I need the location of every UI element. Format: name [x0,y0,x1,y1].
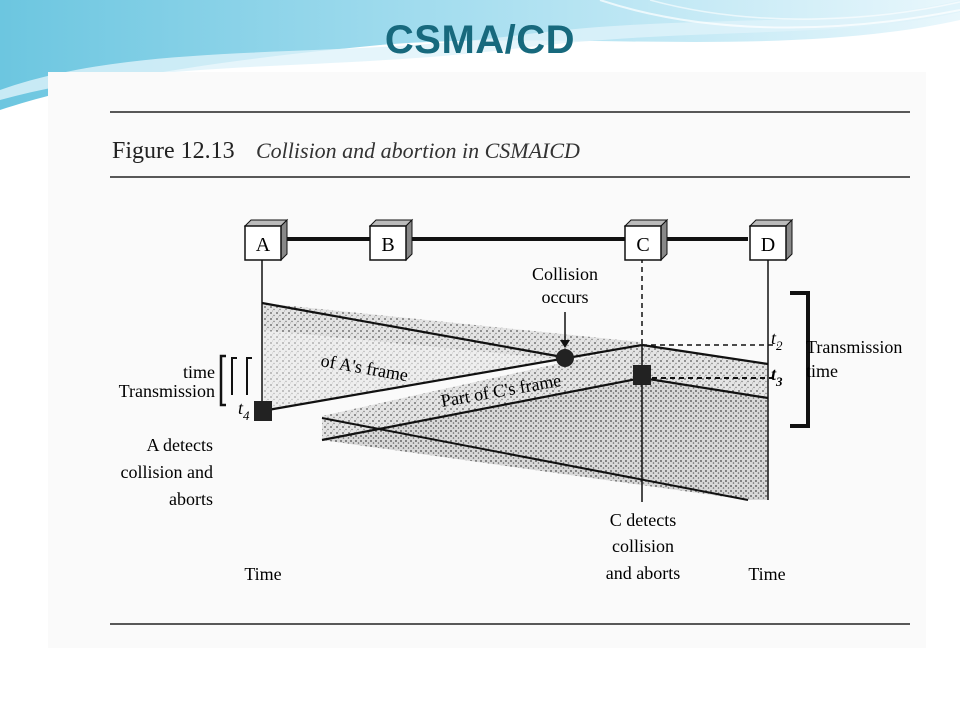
a-detects-3: aborts [169,489,213,509]
figure-number: Figure 12.13 [112,138,235,164]
t2-label: t2 [771,328,783,353]
c-detects-1: C detects [610,510,676,530]
tx-time-right-1: Transmission [806,337,902,357]
a-frame-region [262,303,640,360]
d-region [642,345,768,398]
c-detects-3: and aborts [606,563,680,583]
c-frame-region [322,345,642,440]
tx-time-bracket-right [790,291,810,428]
figure-caption: Collision and abortion in CSMAICD [256,138,580,163]
t3-label: t3 [771,364,783,389]
a-detects-2: collision and [121,462,214,482]
station-d-label: D [761,234,775,256]
station-b: B [368,218,414,262]
tx-time-bracket-left [219,354,226,407]
tx-time-right-2: time [806,361,838,381]
a-left-region [262,303,560,410]
c-detects-2: collision [612,536,674,556]
time-label-d: Time [748,564,785,584]
station-a: A [243,218,289,262]
c-lower-region [322,380,768,500]
station-a-label: A [256,234,271,256]
collision-point [556,349,574,367]
station-d: D [748,218,794,262]
collision-label-1: Collision [532,264,598,284]
t4-label: t4 [238,398,250,423]
time-label-a: Time [244,564,281,584]
tx-time-left-2: Transmission [119,381,215,401]
slide-title: CSMA/CD [384,18,576,62]
station-c: C [623,218,669,262]
a-detects-1: A detects [147,435,213,455]
station-c-label: C [636,234,649,256]
tx-time-left-1: time [183,362,215,382]
c-detect-marker [633,365,651,385]
station-b-label: B [381,234,394,256]
collision-label-2: occurs [542,287,589,307]
a-detect-marker [254,401,272,421]
